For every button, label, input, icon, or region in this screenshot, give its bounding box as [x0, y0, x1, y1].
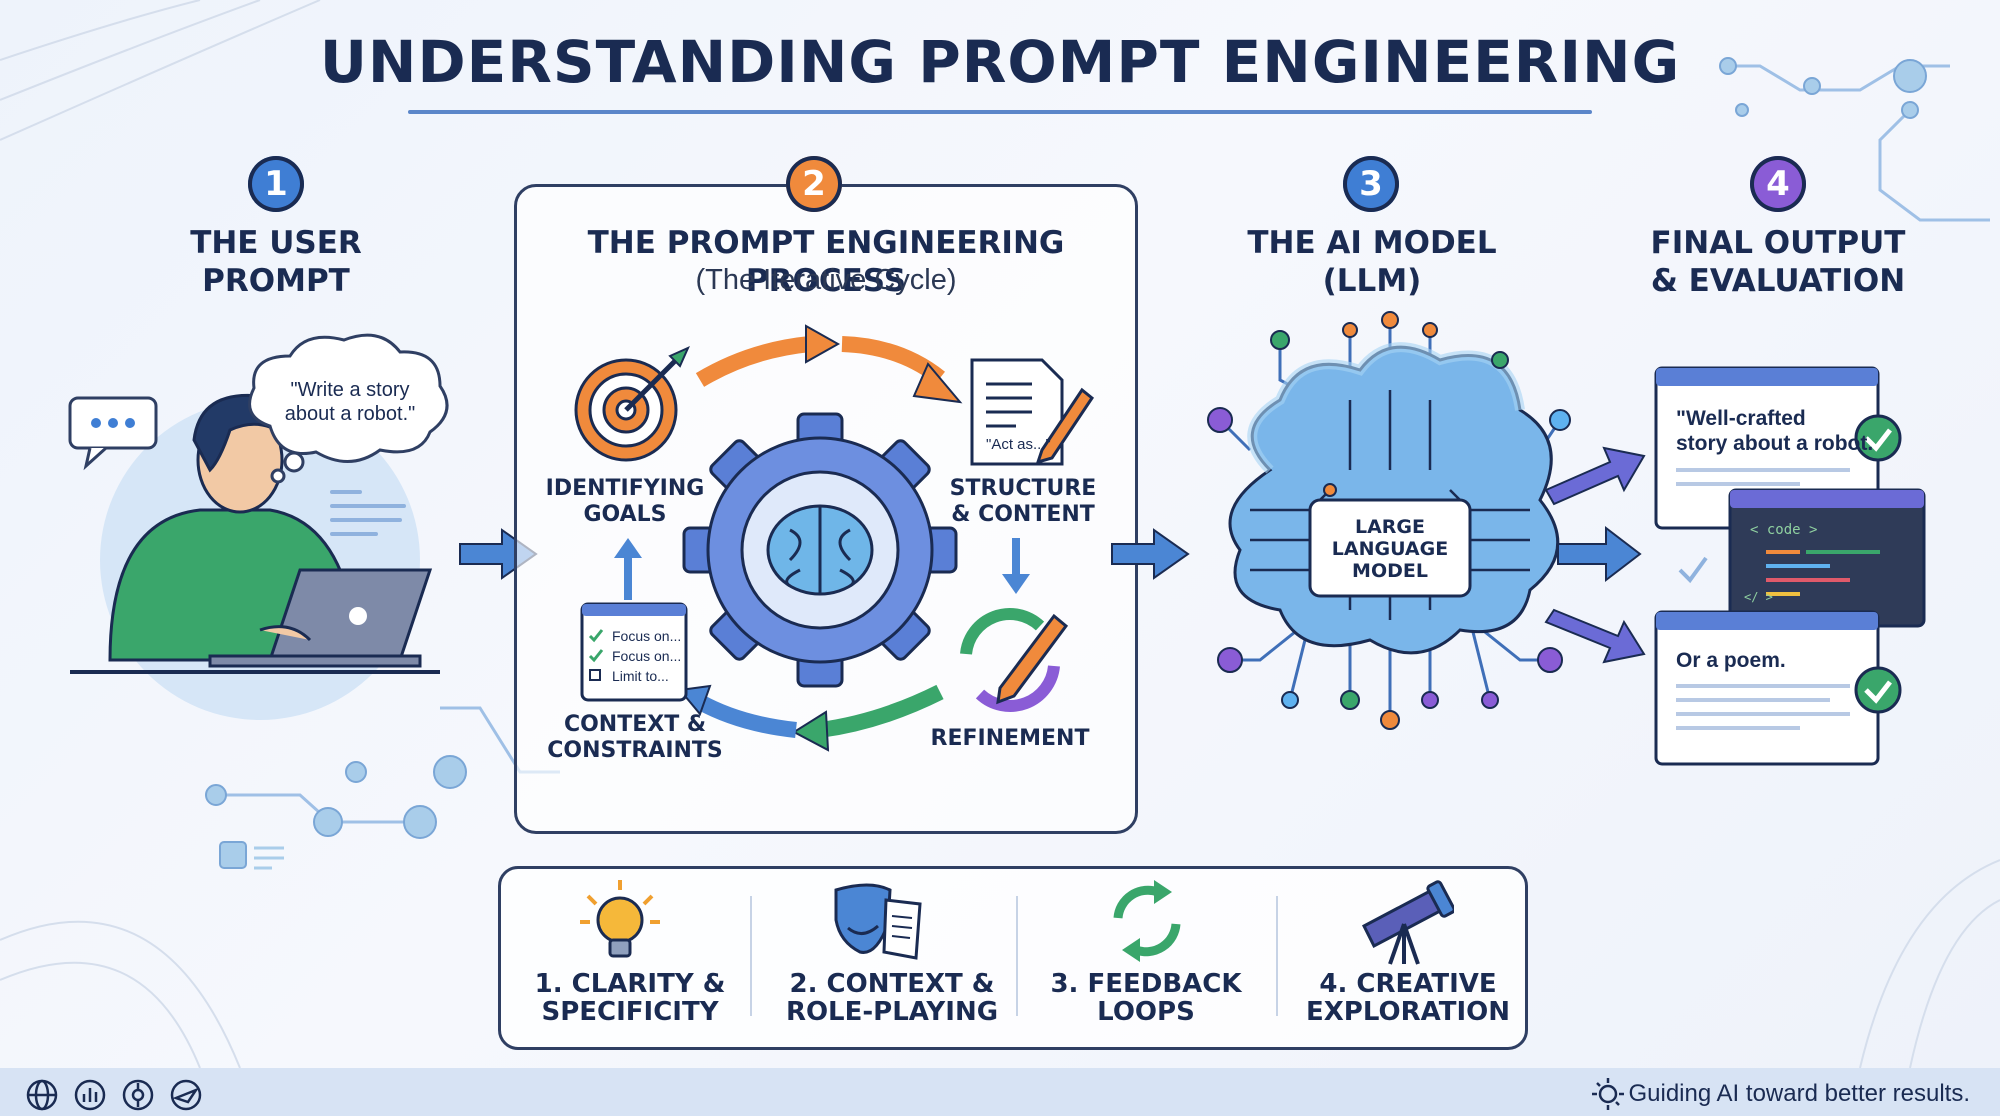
step-1-badge: 1 — [248, 156, 304, 212]
step-2-badge: 2 — [786, 156, 842, 212]
structure-content-line1: STRUCTURE — [949, 476, 1097, 501]
refinement-label: REFINEMENT — [930, 726, 1090, 751]
context-constraints-line1: CONTEXT & — [563, 712, 707, 737]
principle-creative: 4. CREATIVE EXPLORATION — [1288, 970, 1528, 1026]
sparkle-gear-icon — [1592, 1078, 1624, 1110]
context-constraints-label: CONTEXT & CONSTRAINTS — [540, 712, 730, 764]
user-prompt-line2: about a robot." — [284, 403, 416, 425]
story-output-line2: story about a robot. — [1676, 432, 1874, 455]
identifying-goals-line2: GOALS — [583, 502, 667, 527]
step-1-title: THE USER PROMPT — [170, 224, 382, 300]
code-tag-text: < code > — [1750, 522, 1818, 538]
step-3-title: THE AI MODEL (LLM) — [1240, 224, 1504, 300]
arrow-right-icon — [1111, 528, 1190, 580]
step-2-subtitle: (The Iterative Cycle) — [695, 264, 957, 296]
iterative-cycle-diagram — [574, 324, 1095, 752]
llm-label: LARGE LANGUAGE MODEL — [1310, 516, 1470, 582]
structure-doc-text: "Act as..." — [986, 436, 1051, 453]
key-principles-box — [498, 866, 1528, 1050]
structure-content-label: STRUCTURE & CONTENT — [938, 476, 1108, 528]
footer-icons — [26, 1079, 202, 1111]
output-arrows — [1544, 446, 1646, 664]
divider — [1016, 896, 1018, 1016]
checklist-item-2: Focus on... — [612, 648, 682, 664]
divider — [1276, 896, 1278, 1016]
step-2-title: THE PROMPT ENGINEERING PROCESS — [587, 225, 1065, 299]
checklist-item-1: Focus on... — [612, 628, 682, 644]
step-4-title: FINAL OUTPUT & EVALUATION — [1640, 224, 1916, 300]
footer-bar — [0, 1068, 2000, 1116]
footer-tagline: Guiding AI toward better results. — [1628, 1080, 1970, 1107]
step-1-title-line1: THE USER — [190, 225, 362, 261]
theater-masks-icon — [834, 883, 922, 960]
story-output-line1: "Well-crafted — [1676, 407, 1806, 430]
divider — [750, 896, 752, 1016]
principle-feedback-line2: LOOPS — [1097, 997, 1195, 1027]
user-prompt-line1: "Write a story — [290, 379, 410, 401]
step-3-badge: 3 — [1343, 156, 1399, 212]
telescope-icon — [1362, 880, 1454, 965]
output-windows — [1654, 366, 1926, 766]
step-4-badge: 4 — [1750, 156, 1806, 212]
step-4-title-line1: FINAL OUTPUT — [1650, 225, 1906, 261]
identifying-goals-line1: IDENTIFYING — [545, 476, 705, 501]
story-output-text: "Well-crafted story about a robot. — [1676, 406, 1876, 456]
llm-label-line3: MODEL — [1352, 560, 1428, 582]
identifying-goals-label: IDENTIFYING GOALS — [540, 476, 710, 528]
lightbulb-icon — [580, 880, 660, 958]
principle-creative-line1: 4. CREATIVE — [1319, 969, 1497, 999]
principle-feedback: 3. FEEDBACK LOOPS — [1026, 970, 1266, 1026]
structure-content-line2: & CONTENT — [951, 502, 1095, 527]
llm-label-line1: LARGE — [1354, 516, 1426, 538]
step-1-title-line2: PROMPT — [202, 263, 350, 299]
step-3-title-line1: THE AI MODEL — [1247, 225, 1497, 261]
title-underline — [408, 110, 1592, 114]
principle-context: 2. CONTEXT & ROLE-PLAYING — [772, 970, 1012, 1026]
thought-bubble — [248, 333, 449, 484]
step-4-title-line2: & EVALUATION — [1650, 263, 1906, 299]
user-prompt-text: "Write a story about a robot." — [270, 378, 430, 426]
step-3-title-line2: (LLM) — [1322, 263, 1422, 299]
llm-brain-circuit-illustration — [1207, 311, 1571, 730]
principle-creative-line2: EXPLORATION — [1305, 997, 1510, 1027]
principle-clarity: 1. CLARITY & SPECIFICITY — [510, 970, 750, 1026]
principle-clarity-line1: 1. CLARITY & — [534, 969, 726, 999]
principle-context-line2: ROLE-PLAYING — [785, 997, 999, 1027]
principle-clarity-line2: SPECIFICITY — [541, 997, 719, 1027]
checklist-item-3: Limit to... — [612, 668, 669, 684]
poem-output-text: Or a poem. — [1676, 649, 1786, 672]
recycle-arrows-icon — [1113, 880, 1181, 962]
page-title: UNDERSTANDING PROMPT ENGINEERING — [319, 28, 1681, 96]
principle-feedback-line1: 3. FEEDBACK — [1050, 969, 1242, 999]
code-close-text: </ > — [1744, 590, 1773, 604]
llm-label-line2: LANGUAGE — [1331, 538, 1449, 560]
principle-context-line1: 2. CONTEXT & — [789, 969, 995, 999]
context-constraints-line2: CONSTRAINTS — [547, 738, 723, 763]
user-at-laptop-illustration — [68, 393, 440, 720]
